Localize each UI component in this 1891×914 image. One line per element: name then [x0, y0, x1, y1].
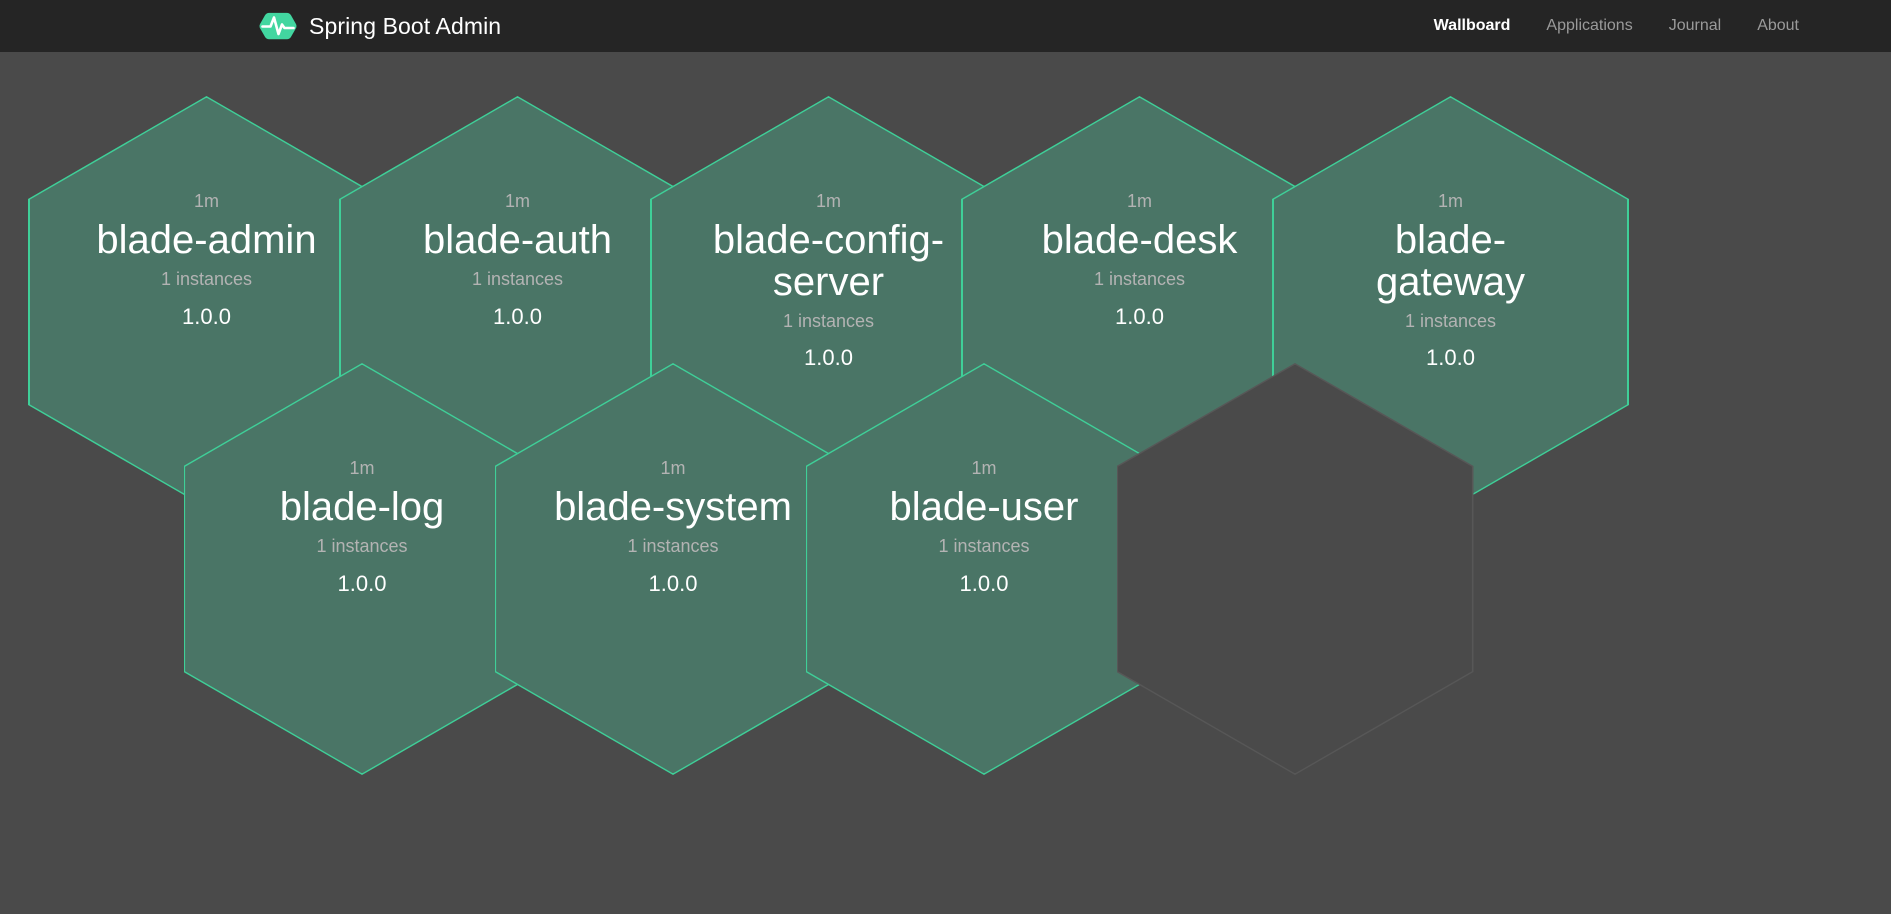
nav-link-wallboard[interactable]: Wallboard	[1433, 17, 1511, 34]
application-name: blade-config-server	[712, 218, 945, 304]
application-version: 1.0.0	[493, 303, 542, 329]
application-version: 1.0.0	[337, 570, 387, 596]
application-uptime: 1m	[349, 457, 375, 478]
application-version: 1.0.0	[648, 570, 698, 596]
application-name: blade-system	[554, 485, 792, 530]
application-instance-count: 1 instances	[160, 268, 253, 289]
application-name: blade-desk	[1041, 218, 1238, 263]
application-uptime: 1m	[504, 190, 530, 211]
application-uptime: 1m	[971, 457, 997, 478]
application-version: 1.0.0	[1115, 303, 1164, 329]
nav-link-applications[interactable]: Applications	[1546, 17, 1633, 34]
application-uptime: 1m	[1126, 190, 1152, 211]
application-uptime: 1m	[1437, 190, 1463, 211]
application-version: 1.0.0	[959, 570, 1009, 596]
application-name: blade-auth	[422, 218, 613, 263]
main-navigation: Wallboard Applications Journal About	[1416, 0, 1817, 52]
application-name: blade-user	[889, 485, 1079, 530]
application-hexagon-blade-desk[interactable]: 1m blade-desk 1 instances 1.0.0	[961, 96, 1318, 508]
application-instance-count: 1 instances	[1404, 310, 1497, 331]
application-instance-count: 1 instances	[1093, 268, 1186, 289]
application-instance-count: 1 instances	[782, 310, 875, 331]
nav-link-about[interactable]: About	[1757, 17, 1799, 34]
application-version: 1.0.0	[182, 303, 231, 329]
nav-link-journal[interactable]: Journal	[1668, 17, 1722, 34]
application-uptime: 1m	[660, 457, 686, 478]
application-instance-count: 1 instances	[316, 535, 408, 556]
application-version: 1.0.0	[1426, 345, 1475, 371]
application-version: 1.0.0	[804, 345, 853, 371]
top-navbar: Spring Boot Admin Wallboard Applications…	[0, 0, 1891, 52]
application-name: blade-gateway	[1376, 218, 1525, 304]
application-instance-count: 1 instances	[627, 535, 719, 556]
application-instance-count: 1 instances	[471, 268, 564, 289]
heartbeat-hexagon-logo-icon	[258, 6, 298, 46]
application-hexagon-blade-admin[interactable]: 1m blade-admin 1 instances 1.0.0	[28, 96, 385, 508]
wallboard-grid: 1m blade-admin 1 instances 1.0.0 1m blade-aut…	[0, 52, 1891, 914]
brand[interactable]: Spring Boot Admin	[258, 0, 501, 52]
empty-hexagon-placeholder	[1116, 363, 1474, 775]
brand-name: Spring Boot Admin	[309, 12, 502, 39]
application-name: blade-admin	[96, 218, 317, 263]
application-uptime: 1m	[815, 190, 841, 211]
application-uptime: 1m	[193, 190, 219, 211]
application-instance-count: 1 instances	[938, 535, 1030, 556]
application-name: blade-log	[279, 485, 445, 530]
